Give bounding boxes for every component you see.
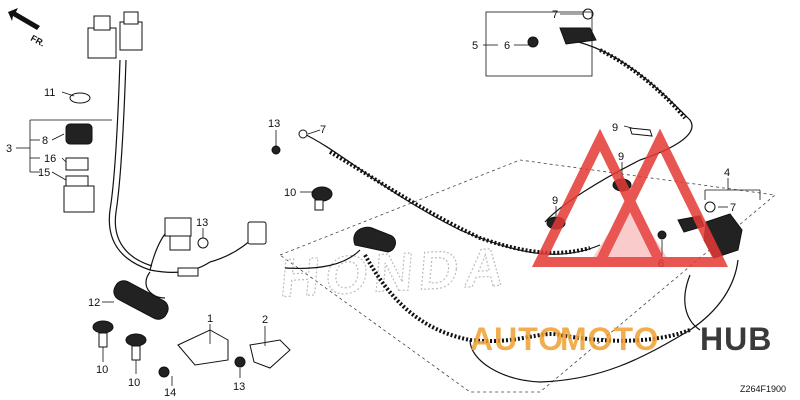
group-frame-5 — [485, 11, 593, 77]
front-direction-arrow-icon — [8, 8, 40, 30]
fuse-holder — [63, 185, 95, 213]
wire-clip — [69, 92, 91, 104]
callout-11: 11 — [44, 87, 55, 99]
fuse — [65, 157, 89, 171]
svg-text:MOTO: MOTO — [560, 321, 659, 357]
fuse-box-cover — [65, 123, 93, 145]
callout-1: 1 — [207, 313, 213, 325]
hose-clamp — [311, 186, 333, 211]
callout-10-mid: 10 — [284, 187, 296, 199]
callout-3: 3 — [6, 143, 12, 155]
bracket-1 — [177, 329, 229, 366]
protective-tube — [113, 280, 169, 320]
callout-5: 5 — [472, 40, 478, 52]
connector-block — [87, 27, 117, 59]
callout-15: 15 — [38, 167, 50, 179]
connector-block — [119, 21, 143, 51]
callout-6-top: 6 — [504, 40, 510, 52]
direction-label: FR. — [29, 33, 46, 49]
callout-7-right: 7 — [730, 202, 736, 214]
battery-terminal — [559, 27, 597, 45]
automotohub-logo — [531, 128, 729, 267]
callout-9-mid: 9 — [618, 151, 624, 163]
svg-text:HUB: HUB — [700, 321, 772, 357]
callout-16: 16 — [44, 153, 56, 165]
callout-12: 12 — [88, 297, 100, 309]
callout-9-low: 9 — [552, 195, 558, 207]
callout-10-b: 10 — [128, 377, 140, 389]
callout-7-mid: 7 — [320, 124, 326, 136]
callout-7-top: 7 — [552, 9, 558, 21]
callout-4: 4 — [724, 167, 730, 179]
hose-clamp — [92, 320, 114, 348]
callout-9-top: 9 — [612, 122, 618, 134]
connector-block — [164, 217, 192, 237]
automotohub-wordmark: AUTO MOTO HUB — [470, 321, 772, 357]
assembly-frame — [279, 159, 776, 393]
svg-text:AUTO: AUTO — [470, 321, 564, 357]
hose-clamp — [125, 333, 147, 361]
figure-code: Z264F1900 — [740, 384, 786, 394]
callout-13-left: 13 — [268, 118, 280, 130]
bracket-2 — [249, 339, 291, 369]
callout-10-a: 10 — [96, 364, 108, 376]
callout-14: 14 — [164, 387, 176, 399]
callout-13-center: 13 — [196, 217, 208, 229]
callout-8: 8 — [42, 135, 48, 147]
callout-13-bottom: 13 — [233, 381, 245, 393]
callout-2: 2 — [262, 314, 268, 326]
